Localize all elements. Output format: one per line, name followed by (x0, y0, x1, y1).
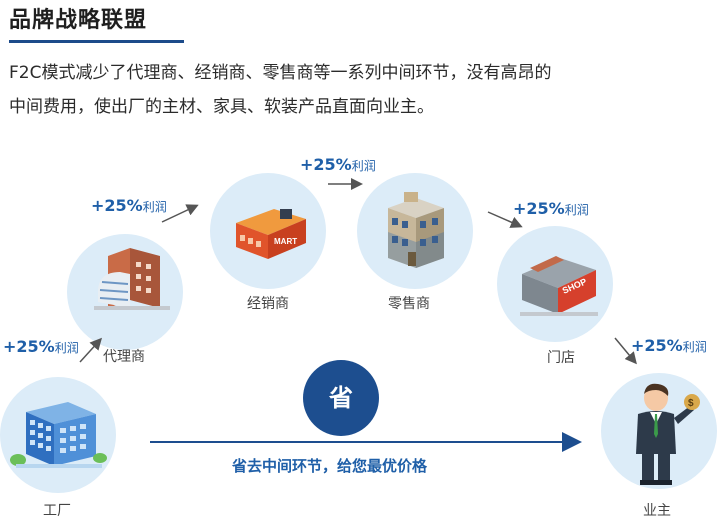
description-line-2: 中间费用，使出厂的主材、家具、软装产品直面向业主。 (9, 97, 434, 117)
owner-label: 业主 (643, 503, 671, 519)
arrow-store-owner (614, 337, 637, 365)
retailer-building-icon (388, 192, 444, 268)
retailer-label: 零售商 (388, 296, 430, 312)
profit-factory-agent: +25%利润 (3, 337, 79, 356)
agent-building-icon (94, 248, 170, 310)
agent-label: 代理商 (103, 349, 145, 365)
shop-building-icon: SHOP (520, 256, 598, 316)
save-badge: 省 (303, 360, 379, 436)
profit-store-owner: +25%利润 (631, 336, 707, 355)
description-line-1: F2C模式减少了代理商、经销商、零售商等一系列中间环节，没有高昂的 (9, 63, 552, 83)
factory-building-icon (10, 402, 107, 468)
profit-distributor-retailer: +25%利润 (300, 155, 376, 174)
save-caption: 省去中间环节，给您最优价格 (232, 457, 428, 475)
arrow-factory-agent (79, 337, 103, 363)
title-underline (9, 40, 184, 43)
dollar-icon: $ (688, 398, 694, 409)
mart-building-icon: MART (236, 209, 306, 259)
mart-sign: MART (274, 237, 297, 246)
arrow-agent-distributor (161, 204, 199, 223)
store-label: 门店 (547, 350, 575, 366)
page-title: 品牌战略联盟 (9, 8, 148, 33)
factory-label: 工厂 (43, 503, 71, 519)
profit-agent-distributor: +25%利润 (91, 196, 167, 215)
profit-retailer-store: +25%利润 (513, 199, 589, 218)
businessman-icon: $ (636, 383, 700, 485)
description: F2C模式减少了代理商、经销商、零售商等一系列中间环节，没有高昂的 中间费用，使… (9, 56, 709, 124)
distributor-label: 经销商 (247, 296, 289, 312)
arrow-retailer-store (487, 211, 523, 228)
